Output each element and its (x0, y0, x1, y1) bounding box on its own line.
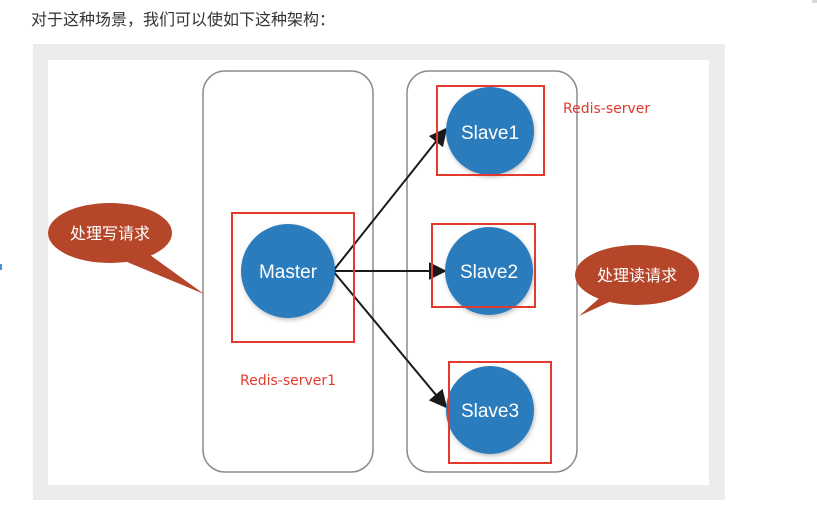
scroll-corner (812, 0, 817, 3)
slave3-node: Slave3 (446, 366, 534, 454)
slave1-label: Slave1 (461, 123, 519, 144)
arrow-to-slave1 (332, 127, 448, 272)
redis-server-label: Redis-server (563, 101, 650, 117)
master-highlight-box (231, 212, 355, 343)
slave2-highlight-box (431, 223, 536, 308)
master-node: Master (241, 224, 335, 318)
read-request-text: 处理读请求 (597, 266, 677, 285)
master-label: Master (259, 262, 318, 283)
read-request-callout: 处理读请求 (575, 245, 699, 316)
write-request-text: 处理写请求 (70, 224, 150, 243)
slave3-highlight-box (448, 361, 552, 464)
slave2-label: Slave2 (460, 262, 518, 283)
slave2-node: Slave2 (445, 227, 533, 315)
arrow-to-slave3 (332, 270, 448, 409)
write-request-callout: 处理写请求 (48, 203, 204, 294)
slave1-highlight-box (436, 85, 545, 176)
redis-server1-label: Redis-server1 (240, 373, 336, 389)
left-edge-marker (0, 264, 2, 270)
slave3-label: Slave3 (461, 401, 519, 422)
slave1-node: Slave1 (446, 87, 534, 175)
intro-text: 对于这种场景，我们可以使如下这种架构： (31, 10, 336, 29)
